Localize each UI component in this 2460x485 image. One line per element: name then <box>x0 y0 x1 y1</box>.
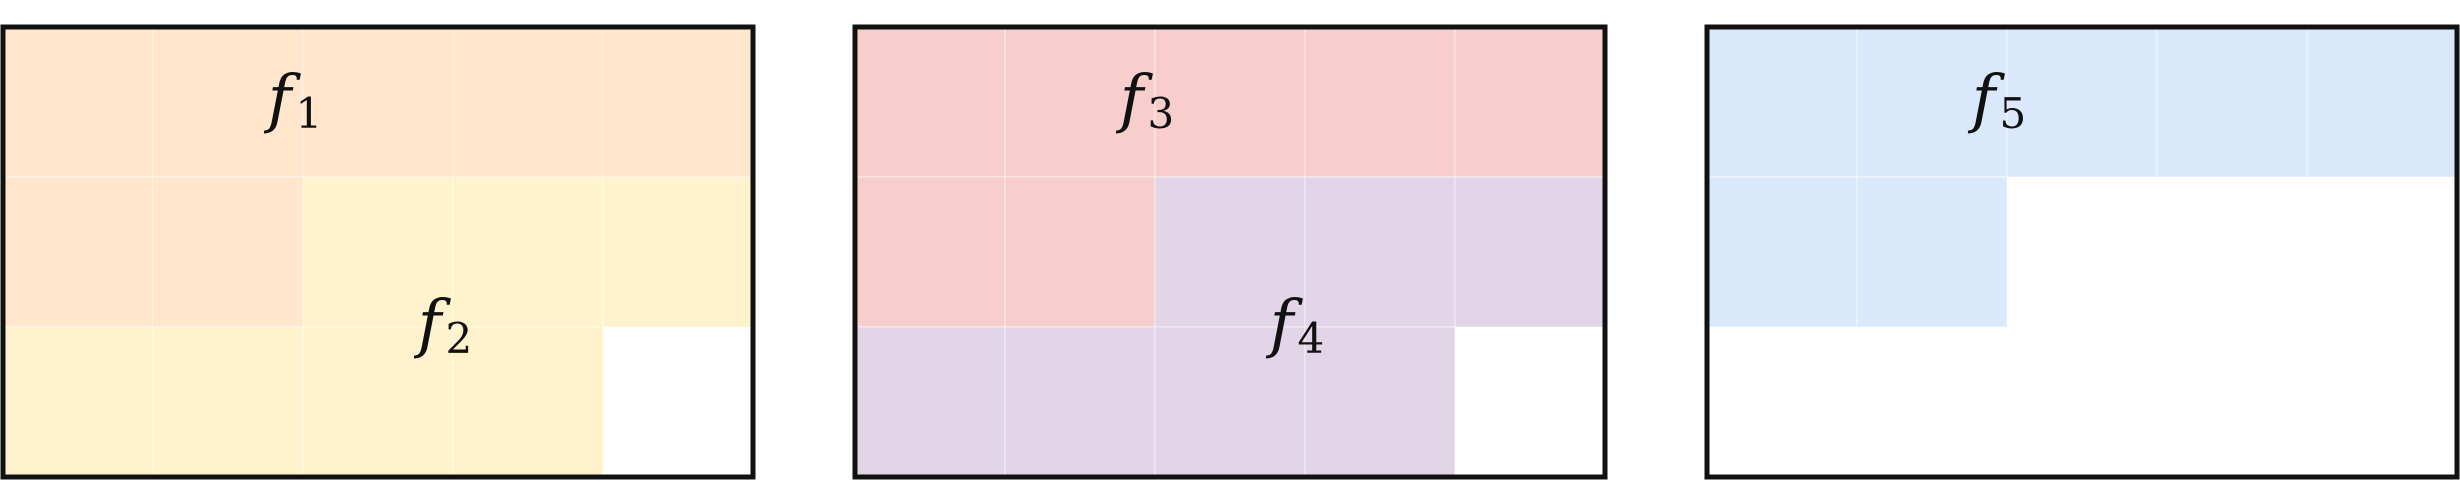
grid-cell <box>302 326 454 478</box>
function-subscript: 5 <box>1999 89 2026 138</box>
grid-cell <box>452 176 604 328</box>
grid-cell <box>602 176 754 328</box>
grid-cell <box>854 326 1006 478</box>
grid-cell <box>152 326 304 478</box>
grid-cell <box>1004 176 1156 328</box>
grid-cell <box>1154 326 1306 478</box>
grid-cell <box>1454 26 1606 178</box>
function-subscript: 4 <box>1297 314 1324 363</box>
function-subscript: 2 <box>445 314 472 363</box>
region-label: f4 <box>1266 287 1324 363</box>
grid-cell <box>2 326 154 478</box>
grid-cell <box>302 26 454 178</box>
grid-cell <box>1304 326 1456 478</box>
panel-3: f5 <box>1704 24 2460 480</box>
grid-cell <box>1706 26 1858 178</box>
grid-cell <box>1154 176 1306 328</box>
region-f2: f2 <box>2 176 754 478</box>
region-f1: f1 <box>2 26 754 328</box>
grid-cell <box>302 176 454 328</box>
region-f3: f3 <box>854 26 1606 328</box>
panel-border <box>0 24 756 480</box>
grid-cell <box>152 176 304 328</box>
grid-cell <box>1004 26 1156 178</box>
grid-cell <box>1454 176 1606 328</box>
grid-cell <box>2306 26 2458 178</box>
grid-cell <box>452 326 604 478</box>
panel-border <box>1704 24 2460 480</box>
grid-cell <box>2 176 154 328</box>
grid-cell <box>2156 26 2308 178</box>
grid-cell <box>854 176 1006 328</box>
region-f5: f5 <box>1706 26 2458 328</box>
grid-cell <box>1856 176 2008 328</box>
grid-cell <box>2006 26 2158 178</box>
grid-cell <box>854 26 1006 178</box>
region-f4: f4 <box>854 176 1606 478</box>
grid-cell <box>1304 26 1456 178</box>
grid-cell <box>1154 26 1306 178</box>
grid-cell <box>1706 176 1858 328</box>
grid-cell <box>2 26 154 178</box>
grid-cell <box>1304 176 1456 328</box>
grid-cell <box>602 26 754 178</box>
grid-cell <box>152 26 304 178</box>
grid-cell <box>452 26 604 178</box>
panel-border <box>852 24 1608 480</box>
function-subscript: 1 <box>295 89 322 138</box>
grid-cell <box>1856 26 2008 178</box>
function-subscript: 3 <box>1147 89 1174 138</box>
grid-cell <box>1004 326 1156 478</box>
